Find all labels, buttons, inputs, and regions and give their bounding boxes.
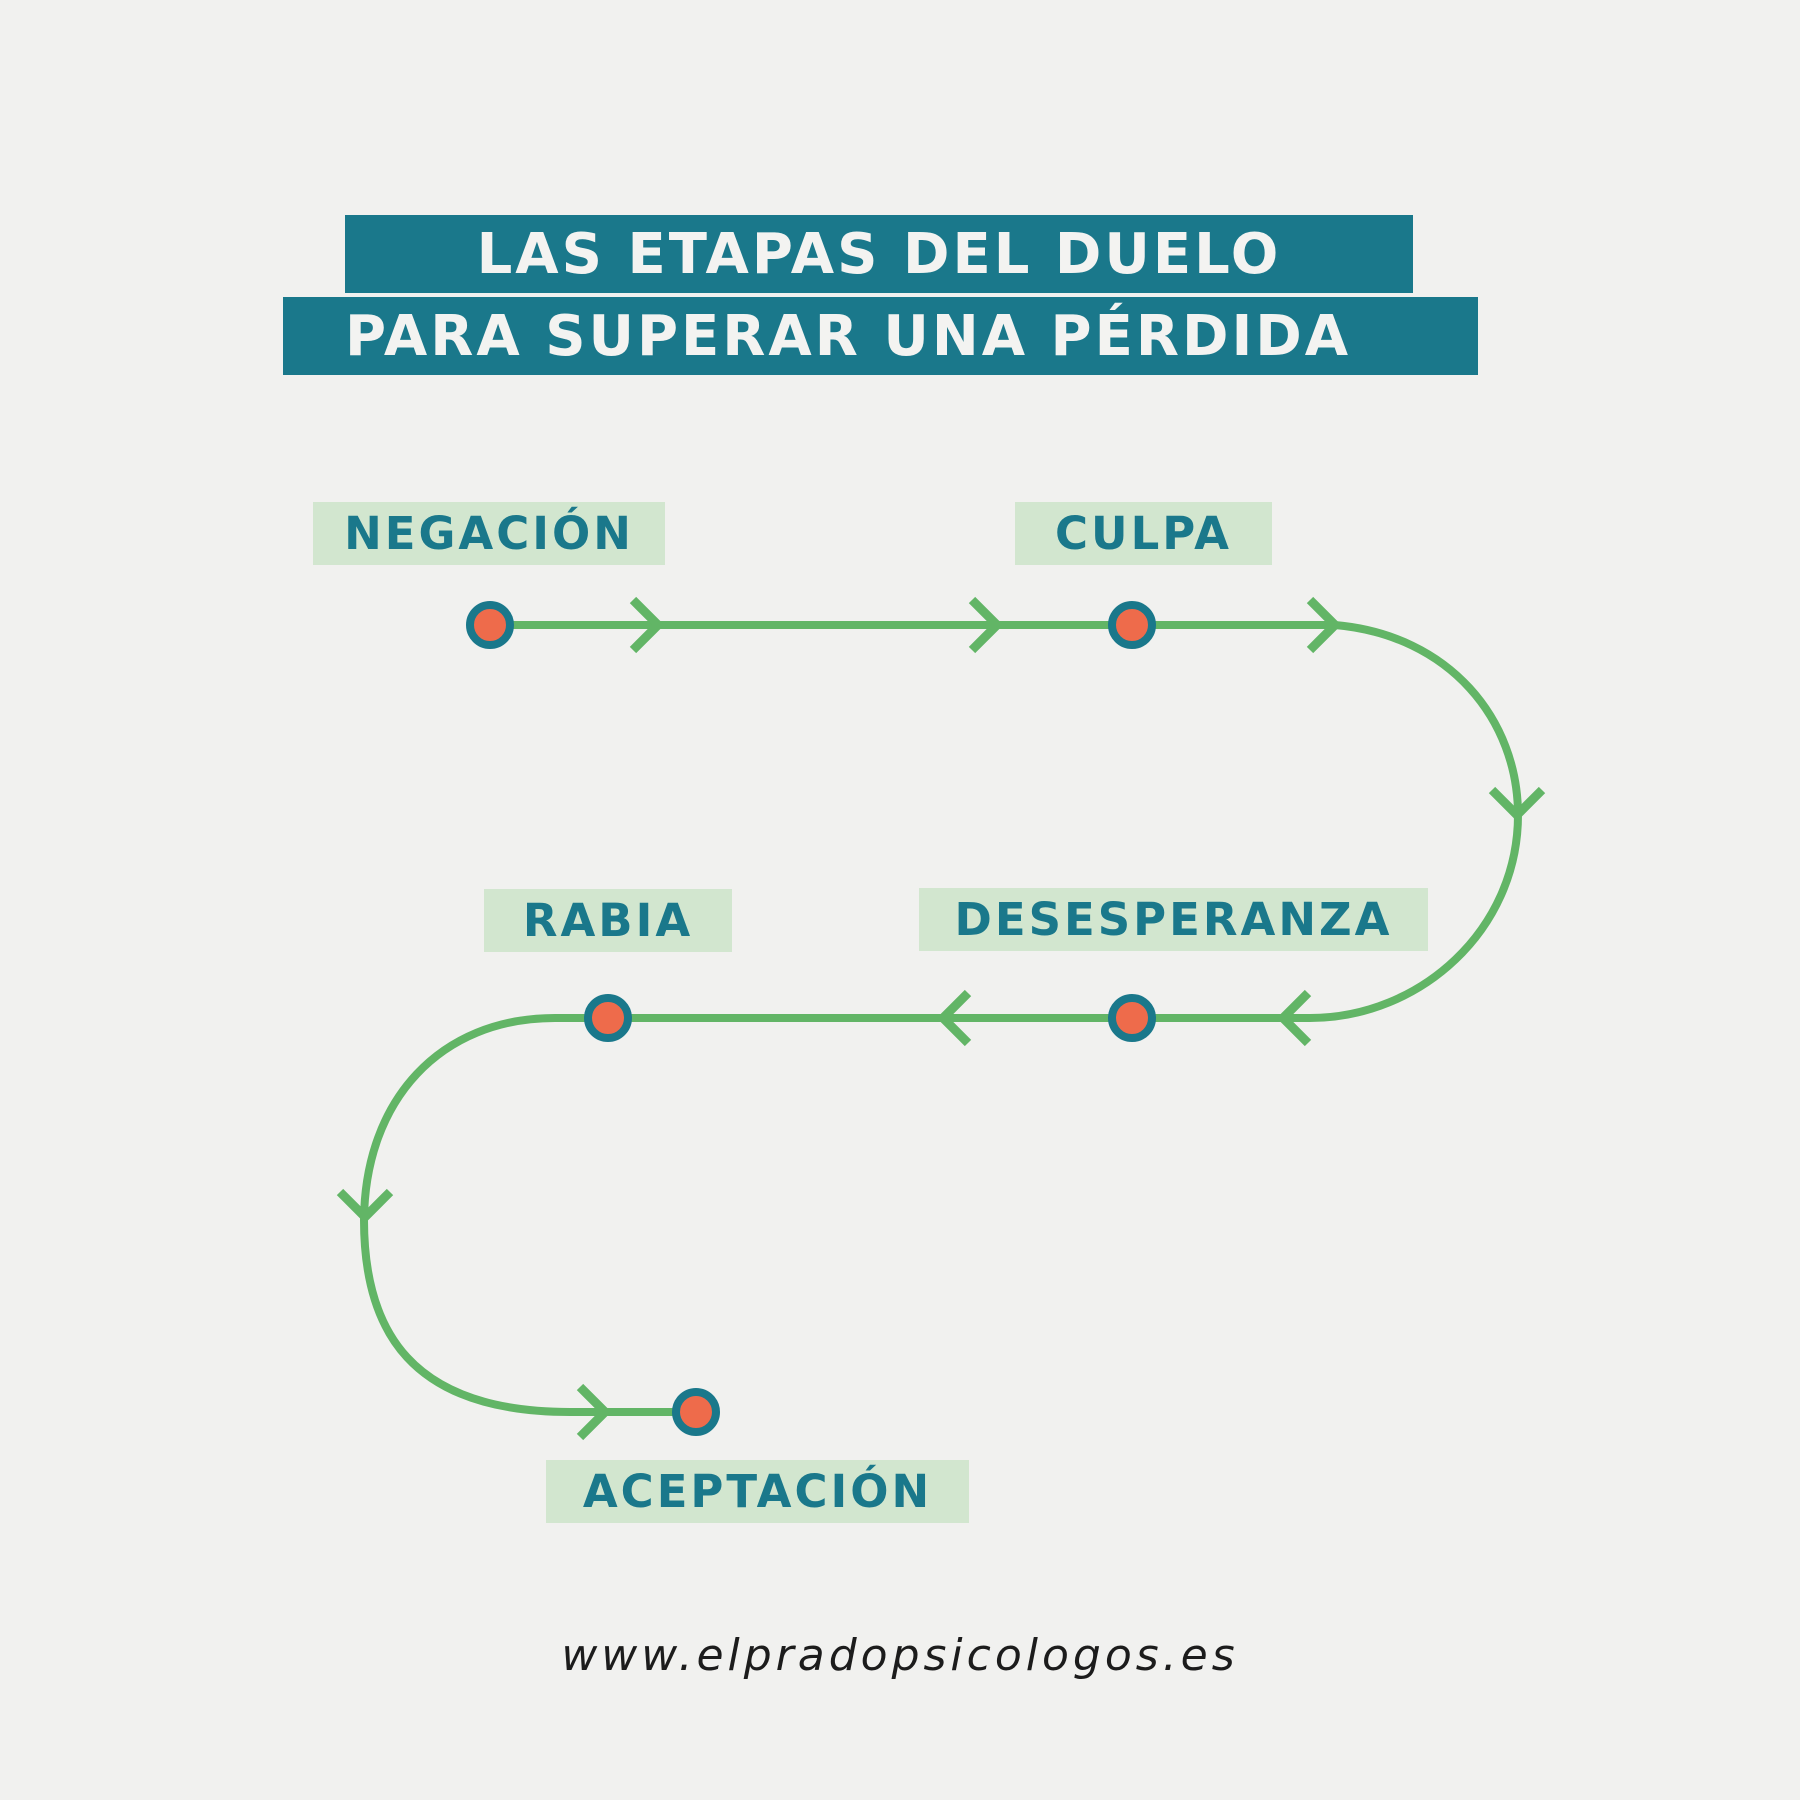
stage-label-desesperanza: DESESPERANZA xyxy=(919,888,1428,951)
arrow-down-icon xyxy=(1488,786,1546,822)
stage-text: NEGACIÓN xyxy=(344,507,634,560)
node-aceptacion-icon xyxy=(672,1388,720,1436)
node-negacion-icon xyxy=(466,601,514,649)
title-line-1: LAS ETAPAS DEL DUELO xyxy=(345,215,1413,293)
arrow-right-icon xyxy=(968,596,1004,654)
stage-text: RABIA xyxy=(522,894,694,947)
stage-label-rabia: RABIA xyxy=(484,889,732,952)
arrow-right-icon xyxy=(576,1383,612,1441)
stage-label-negacion: NEGACIÓN xyxy=(313,502,665,565)
node-culpa-icon xyxy=(1108,601,1156,649)
stage-text: DESESPERANZA xyxy=(954,893,1393,946)
stage-text: ACEPTACIÓN xyxy=(582,1465,933,1518)
arrow-left-icon xyxy=(1276,989,1312,1047)
node-rabia-icon xyxy=(584,994,632,1042)
title-text-2: PARA SUPERAR UNA PÉRDIDA xyxy=(345,303,1352,369)
arrow-left-icon xyxy=(936,989,972,1047)
node-desesperanza-icon xyxy=(1108,994,1156,1042)
arrow-right-icon xyxy=(629,596,665,654)
stage-label-aceptacion: ACEPTACIÓN xyxy=(546,1460,969,1523)
website-url: www.elpradopsicologos.es xyxy=(561,1630,1239,1681)
title-text-1: LAS ETAPAS DEL DUELO xyxy=(476,221,1282,287)
stage-text: CULPA xyxy=(1055,507,1232,560)
stage-nodes xyxy=(466,601,1156,1436)
direction-arrows xyxy=(336,596,1546,1441)
title-line-2: PARA SUPERAR UNA PÉRDIDA xyxy=(283,297,1478,375)
arrow-down-icon xyxy=(336,1188,394,1224)
stage-label-culpa: CULPA xyxy=(1015,502,1272,565)
arrow-right-icon xyxy=(1306,596,1342,654)
